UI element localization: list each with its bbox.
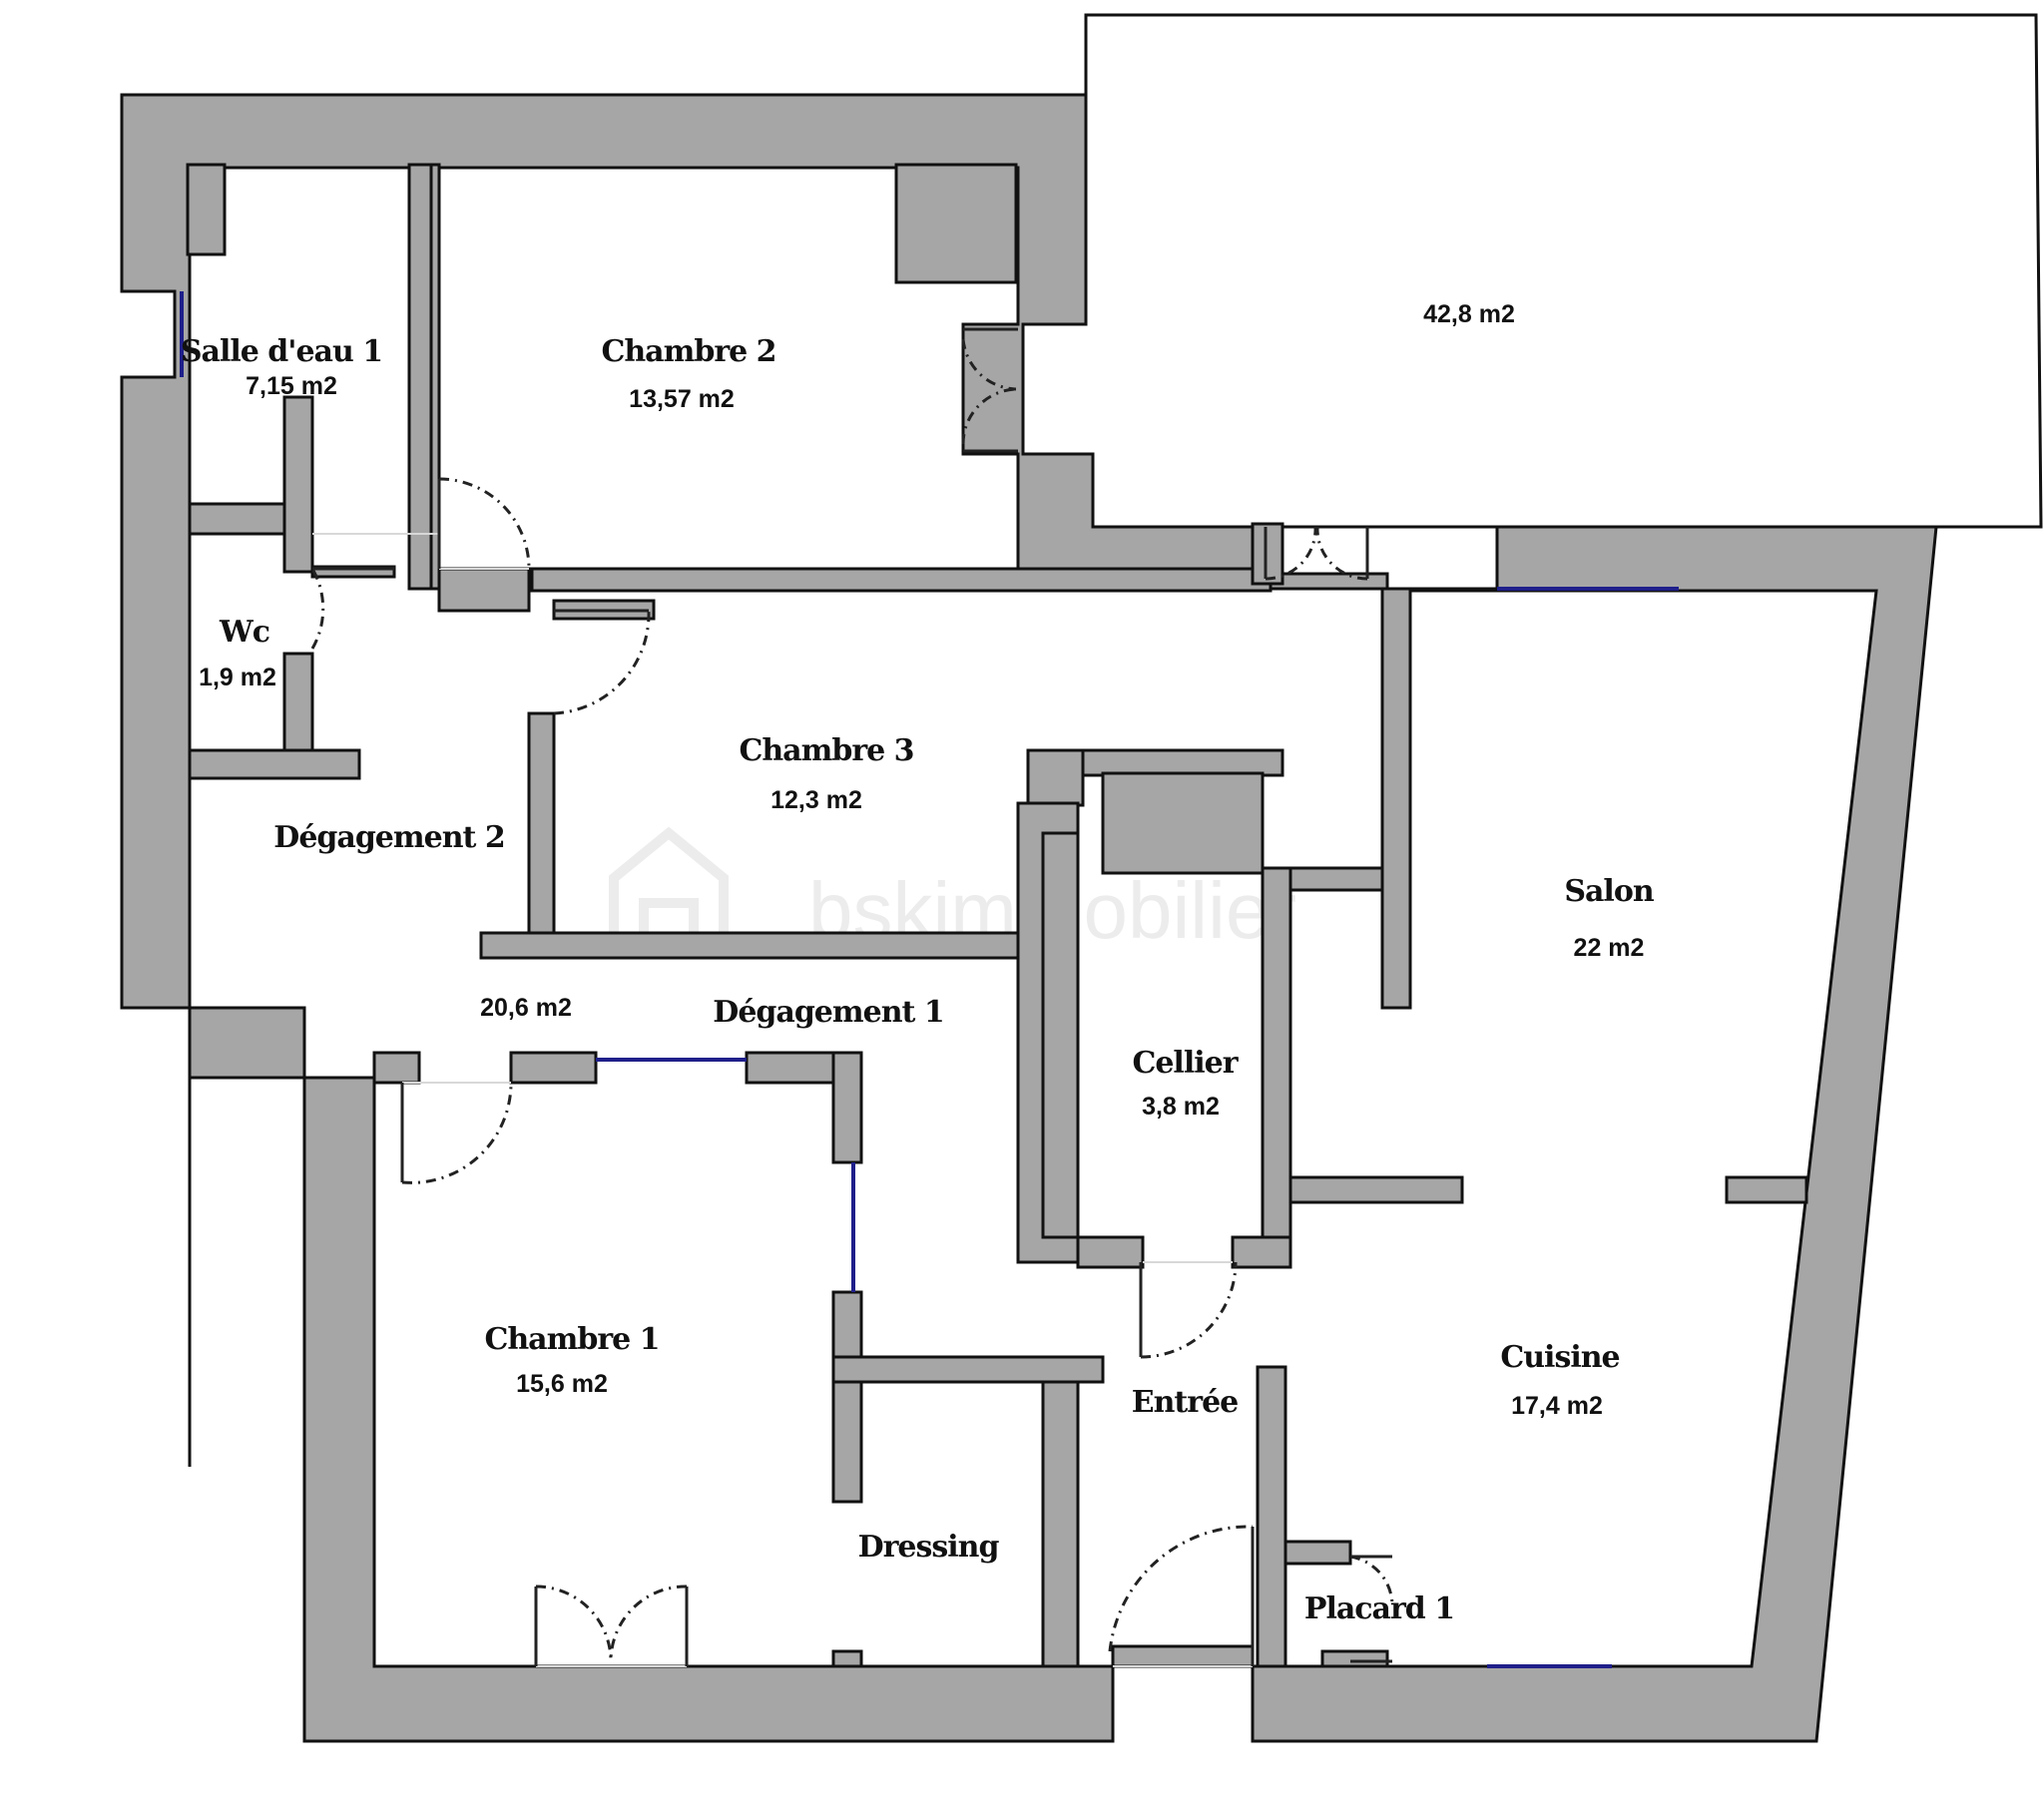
room-name-wc: Wc bbox=[219, 615, 269, 650]
interior-walls bbox=[186, 163, 1808, 1668]
room-name-chambre-2: Chambre 2 bbox=[601, 334, 775, 369]
chimney-duct-1 bbox=[186, 163, 227, 256]
room-area-salon: 22 m2 bbox=[1574, 934, 1645, 962]
room-name-salle-deau: Salle d'eau 1 bbox=[181, 334, 382, 369]
room-area-cuisine: 17,4 m2 bbox=[1511, 1392, 1603, 1420]
room-area-salle-deau: 7,15 m2 bbox=[246, 372, 337, 400]
room-area-degagement-2: 20,6 m2 bbox=[480, 994, 572, 1022]
room-name-salon: Salon bbox=[1564, 874, 1655, 909]
thresholds bbox=[312, 533, 1253, 1667]
shaft-block bbox=[1101, 771, 1265, 875]
room-name-degagement-2: Dégagement 2 bbox=[273, 820, 504, 855]
room-name-cuisine: Cuisine bbox=[1500, 1340, 1619, 1375]
room-area-terrasse: 42,8 m2 bbox=[1423, 300, 1515, 328]
doors bbox=[310, 327, 1394, 1666]
room-area-cellier: 3,8 m2 bbox=[1142, 1093, 1220, 1121]
room-name-dressing: Dressing bbox=[858, 1530, 1000, 1565]
room-name-placard-1: Placard 1 bbox=[1304, 1591, 1454, 1626]
room-name-degagement-1: Dégagement 1 bbox=[713, 995, 943, 1030]
room-name-chambre-1: Chambre 1 bbox=[484, 1322, 659, 1357]
room-name-entree: Entrée bbox=[1132, 1385, 1239, 1420]
terrace-outline bbox=[1021, 13, 2043, 529]
room-area-wc: 1,9 m2 bbox=[199, 664, 276, 691]
chimney-duct-2 bbox=[894, 163, 1018, 284]
cellier-duct bbox=[1041, 831, 1080, 1239]
room-labels: Salle d'eau 1 7,15 m2 Chambre 2 13,57 m2… bbox=[181, 300, 1656, 1626]
room-name-cellier: Cellier bbox=[1132, 1046, 1239, 1081]
dressing-duct bbox=[1041, 1380, 1080, 1668]
room-area-chambre-2: 13,57 m2 bbox=[629, 385, 735, 413]
windows bbox=[180, 291, 1679, 1668]
room-area-chambre-3: 12,3 m2 bbox=[770, 786, 862, 814]
room-name-chambre-3: Chambre 3 bbox=[739, 733, 913, 768]
room-area-chambre-1: 15,6 m2 bbox=[516, 1370, 608, 1398]
